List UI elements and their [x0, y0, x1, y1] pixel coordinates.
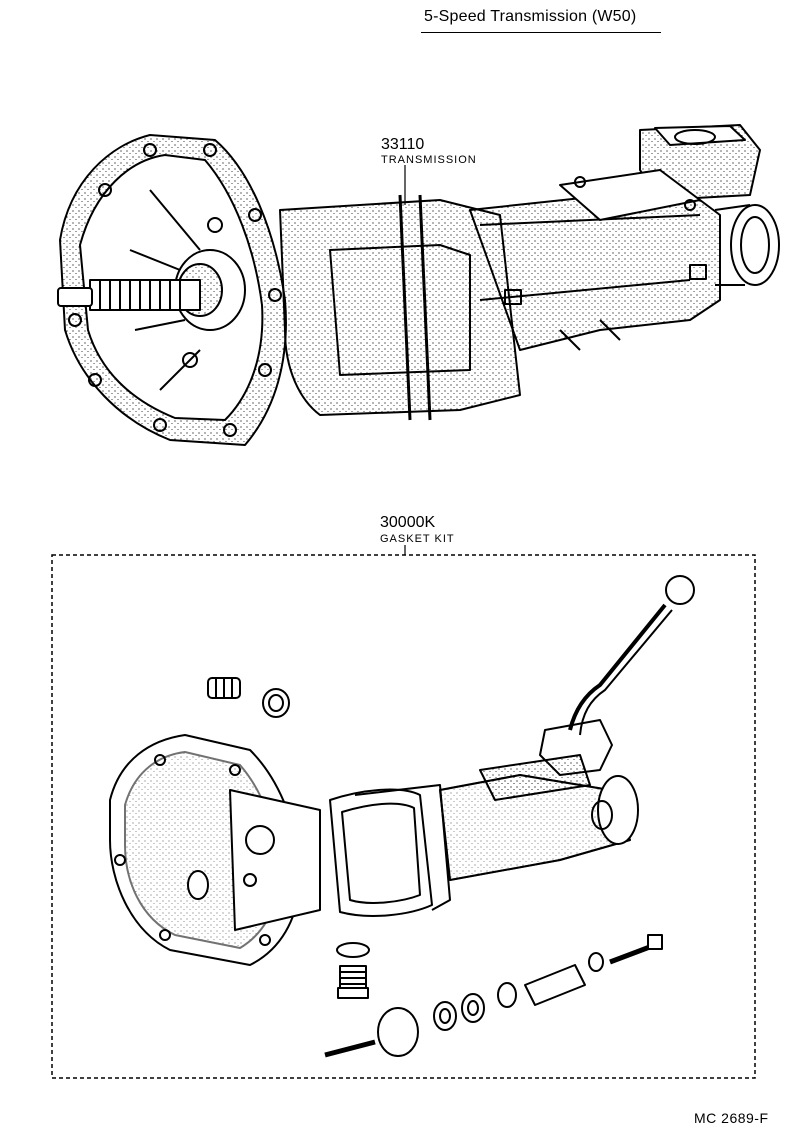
part-name-transmission: TRANSMISSION [381, 154, 477, 166]
title-underline [421, 32, 661, 33]
part-number-gasket-kit: 30000K [380, 514, 436, 531]
gasket-kit-illustration [109, 575, 695, 1058]
diagram-code: MC 2689-F [694, 1110, 769, 1126]
transmission-illustration [57, 124, 780, 446]
part-name-gasket-kit: GASKET KIT [380, 533, 455, 545]
part-number-transmission: 33110 [381, 136, 425, 153]
gasket-kit-frame [51, 554, 756, 1079]
diagram-title: 5-Speed Transmission (W50) [424, 8, 637, 25]
